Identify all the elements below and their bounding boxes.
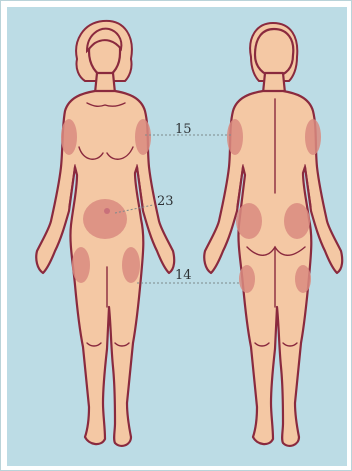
front-zone-right-thigh bbox=[122, 247, 140, 283]
label-arm: 15 bbox=[175, 122, 192, 137]
body-diagram: 15 23 14 bbox=[7, 7, 347, 466]
front-zone-left-arm bbox=[61, 119, 77, 155]
back-zone-right-arm bbox=[305, 119, 321, 155]
label-abdomen: 23 bbox=[157, 194, 174, 209]
back-zone-right-buttock bbox=[284, 203, 310, 239]
diagram-panel: 15 23 14 bbox=[7, 7, 347, 466]
back-head bbox=[255, 29, 293, 77]
front-zone-abdomen bbox=[83, 199, 127, 239]
front-zone-right-arm bbox=[135, 119, 151, 155]
back-zone-left-thigh bbox=[239, 265, 255, 293]
label-thigh: 14 bbox=[175, 268, 192, 283]
navel-icon bbox=[104, 208, 110, 214]
back-zone-left-arm bbox=[227, 119, 243, 155]
back-zone-left-buttock bbox=[236, 203, 262, 239]
front-zone-left-thigh bbox=[72, 247, 90, 283]
back-zone-right-thigh bbox=[295, 265, 311, 293]
